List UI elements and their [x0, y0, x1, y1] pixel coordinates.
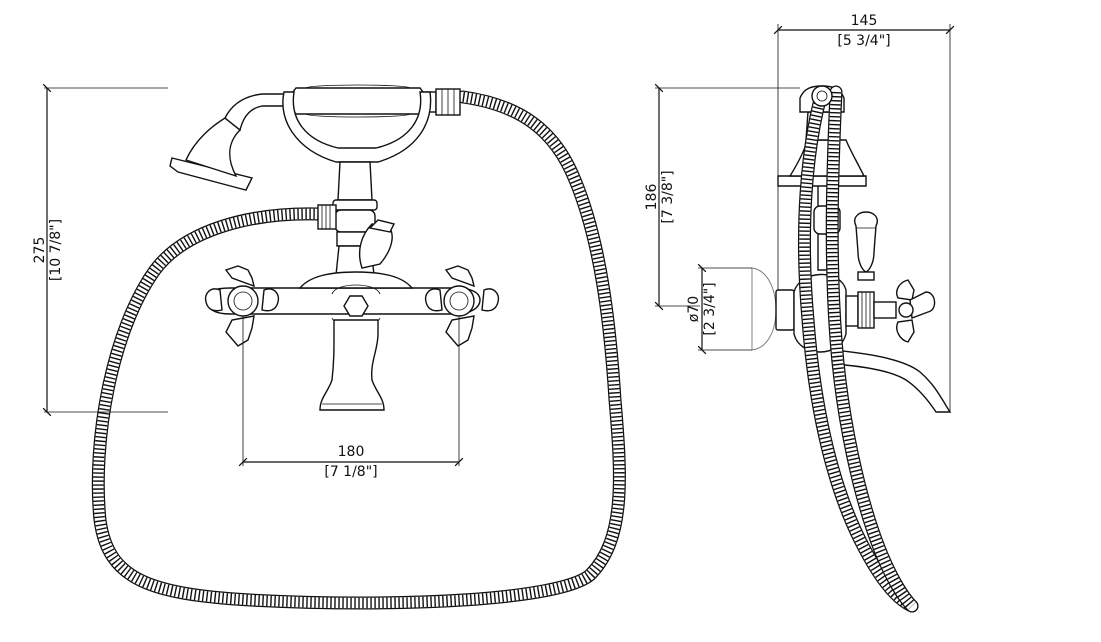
hex-nut [343, 295, 369, 317]
dimension-flange-diameter-inch: [2 3/4"] [702, 282, 718, 335]
hose-nut-body [317, 204, 337, 230]
dimension-height-total: 275 [10 7/8"] [32, 83, 168, 417]
cross-handle-left [204, 265, 280, 347]
side-lever [854, 211, 878, 281]
side-view: 145 [5 3/4"] 186 [7 3/8"] ø70 [2 3/4"] [644, 13, 955, 613]
spout-base [319, 319, 385, 411]
side-cross-handle [896, 279, 936, 343]
dimension-projection-value: 145 [851, 13, 878, 29]
cross-handle-right [424, 265, 500, 347]
dimension-side-height-value: 186 [644, 184, 660, 211]
dimension-flange-diameter-value: ø70 [686, 296, 702, 322]
shower-head [169, 157, 254, 191]
side-shower-hose [797, 85, 919, 613]
dimension-center-spacing-value: 180 [338, 444, 365, 460]
diverter-lever [358, 219, 396, 269]
dimension-side-height: 186 [7 3/8"] [644, 83, 800, 311]
dimension-projection: 145 [5 3/4"] [773, 13, 955, 412]
dimension-height-total-inch: [10 7/8"] [48, 219, 64, 281]
front-shower-hose [91, 90, 626, 610]
side-spout [833, 349, 952, 413]
front-view: 275 [10 7/8"] 180 [7 1/8"] [32, 83, 626, 610]
dimension-center-spacing-inch: [7 1/8"] [324, 464, 377, 480]
dimension-flange-diameter: ø70 [2 3/4"] [686, 263, 752, 355]
dimension-projection-inch: [5 3/4"] [837, 33, 890, 49]
dimension-side-height-inch: [7 3/8"] [660, 170, 676, 223]
wall-flange [751, 267, 777, 351]
dimension-center-spacing: 180 [7 1/8"] [238, 316, 464, 480]
dimension-height-total-value: 275 [32, 237, 48, 264]
